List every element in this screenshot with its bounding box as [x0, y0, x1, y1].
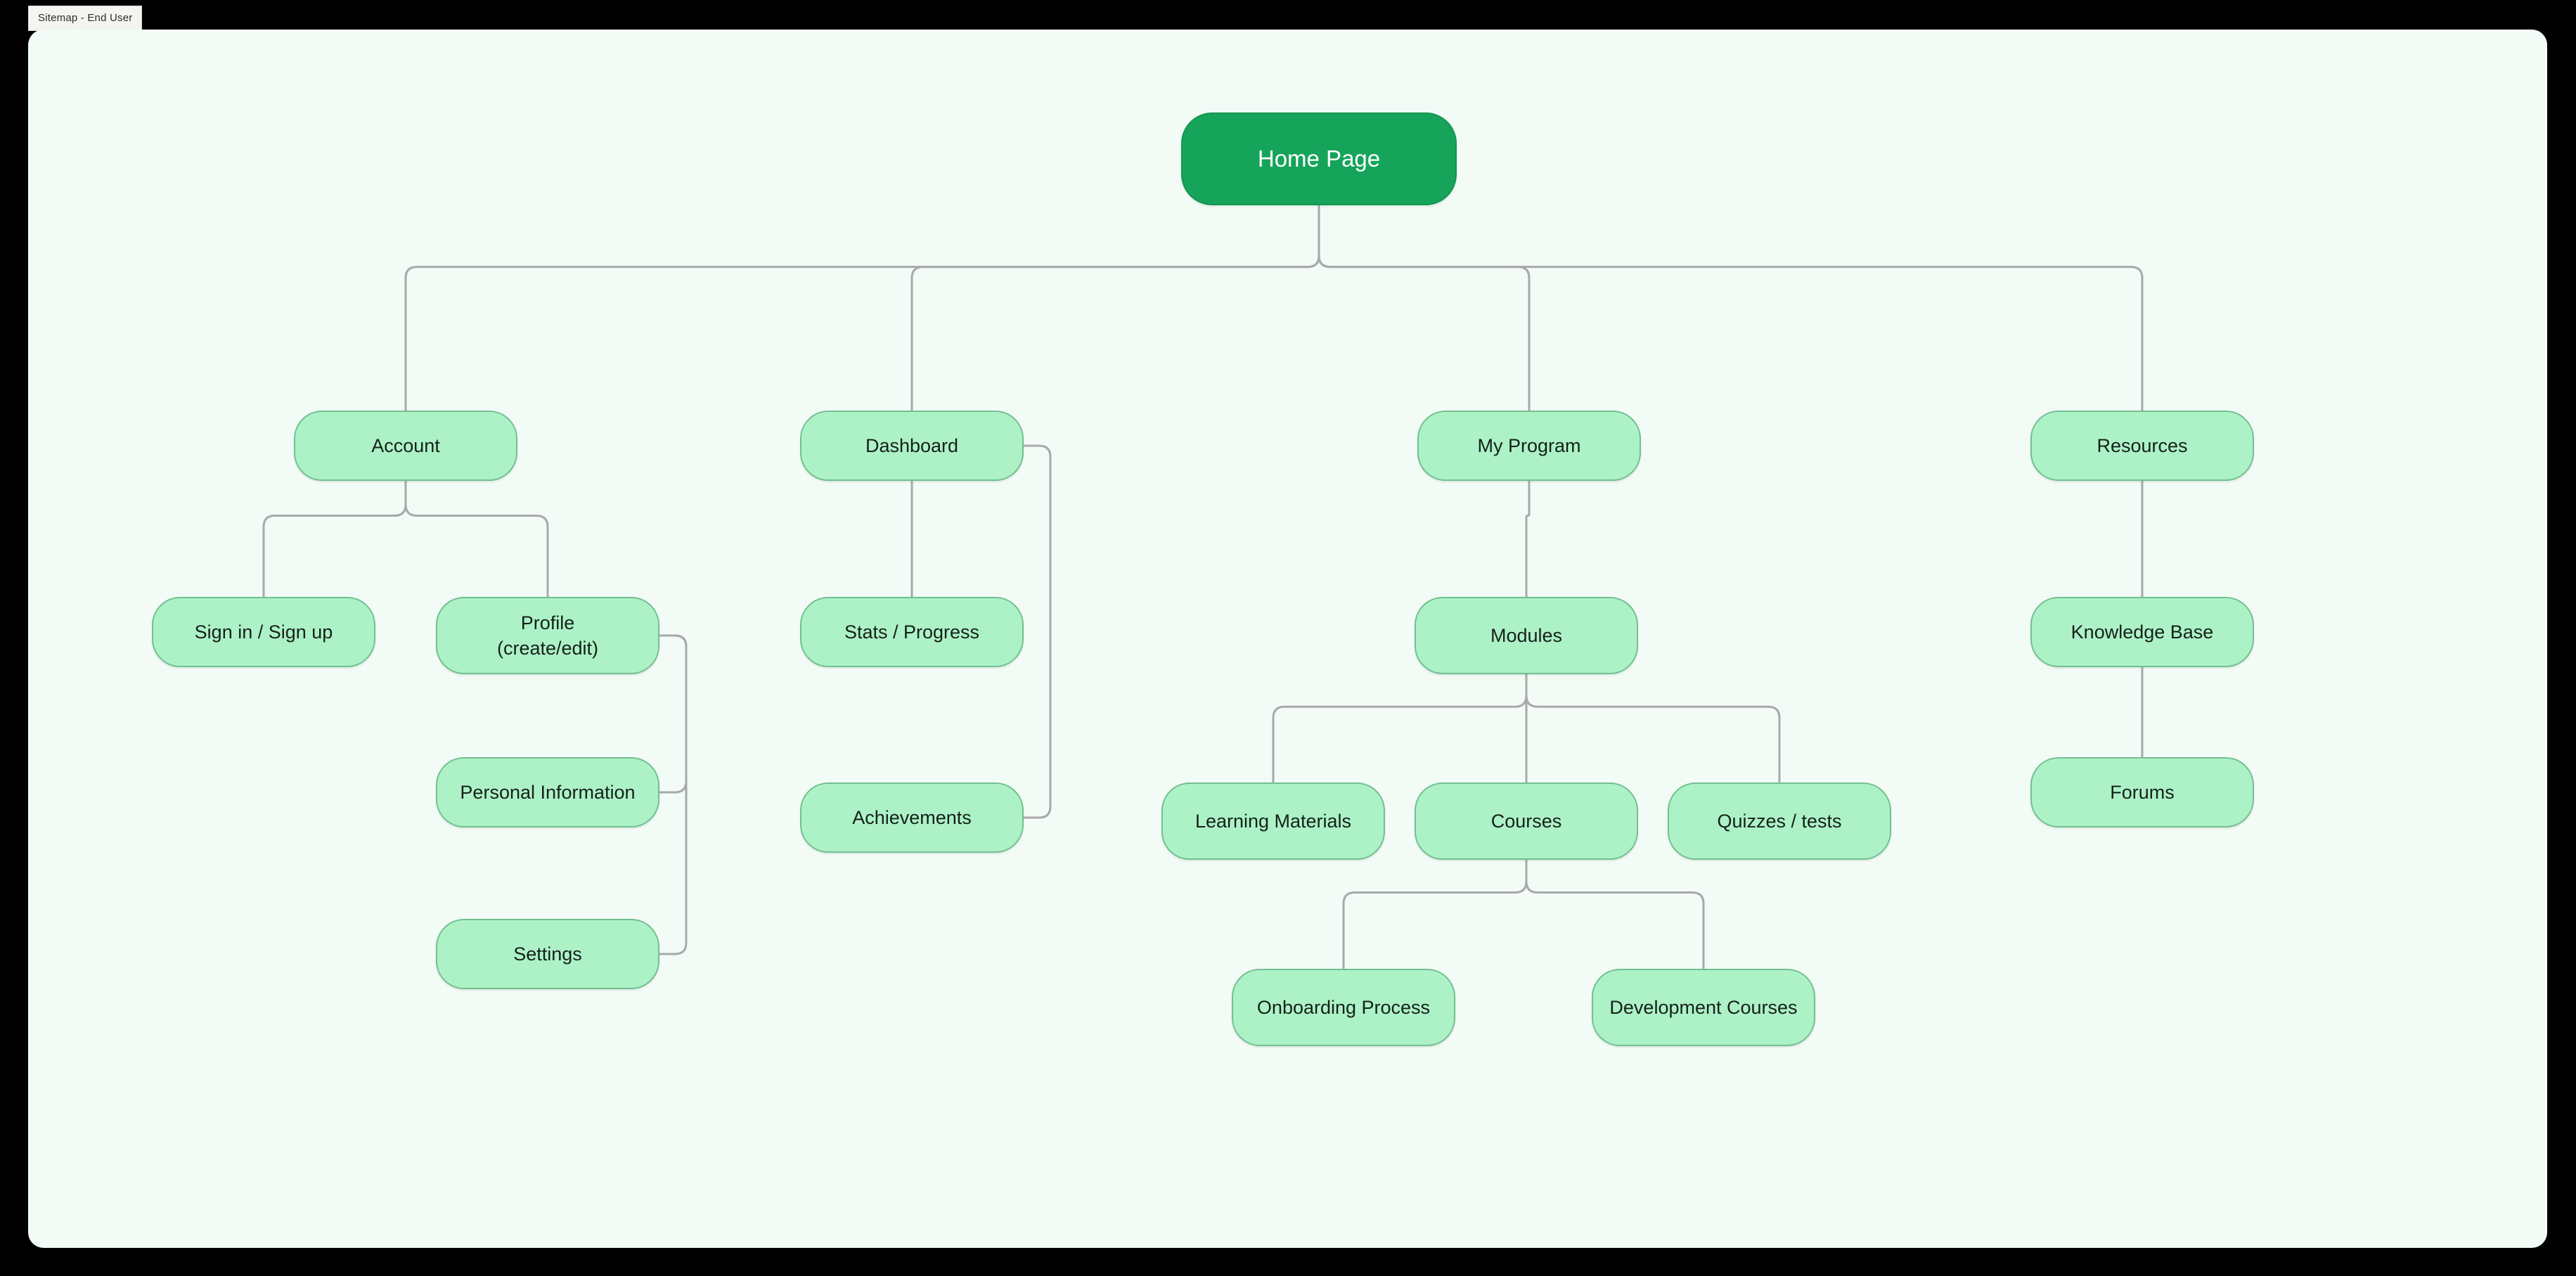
- node-myprogram[interactable]: My Program: [1417, 411, 1641, 481]
- edge-modules-to-quizzes: [1525, 673, 1781, 784]
- edge-profile-to-settings: [658, 634, 688, 955]
- node-quizzes[interactable]: Quizzes / tests: [1668, 782, 1891, 860]
- node-label: Quizzes / tests: [1717, 810, 1842, 832]
- node-label: Stats / Progress: [844, 621, 980, 643]
- edge-account-to-signin: [262, 479, 407, 598]
- edge-profile-to-personal: [658, 634, 688, 794]
- node-label: Dashboard: [865, 434, 959, 456]
- node-knowledge[interactable]: Knowledge Base: [2030, 597, 2254, 667]
- node-label: Settings: [513, 943, 582, 965]
- edge-myprogram-to-modules: [1525, 479, 1531, 598]
- node-label: Resources: [2097, 434, 2188, 456]
- node-label: Development Courses: [1609, 996, 1798, 1018]
- edge-home-to-account: [404, 204, 1320, 412]
- node-label: Learning Materials: [1194, 810, 1352, 832]
- node-label: Modules: [1490, 624, 1563, 646]
- edge-courses-to-onboarding: [1342, 858, 1528, 970]
- node-onboarding[interactable]: Onboarding Process: [1232, 969, 1455, 1046]
- node-label: Profile (create/edit): [496, 612, 599, 659]
- window-tab-label[interactable]: Sitemap - End User: [28, 6, 143, 31]
- node-settings[interactable]: Settings: [436, 919, 659, 989]
- node-personal[interactable]: Personal Information: [436, 757, 659, 827]
- node-label: Courses: [1490, 810, 1562, 832]
- node-label: Onboarding Process: [1256, 996, 1431, 1018]
- node-achievements[interactable]: Achievements: [800, 782, 1024, 853]
- edge-account-to-profile: [404, 479, 549, 598]
- node-learning[interactable]: Learning Materials: [1161, 782, 1385, 860]
- node-signin[interactable]: Sign in / Sign up: [152, 597, 375, 667]
- node-devcourses[interactable]: Development Courses: [1592, 969, 1815, 1046]
- node-label: My Program: [1477, 434, 1581, 456]
- edge-home-to-resources: [1318, 204, 2144, 412]
- node-stats[interactable]: Stats / Progress: [800, 597, 1024, 667]
- node-label: Knowledge Base: [2071, 621, 2214, 643]
- edge-modules-to-learning: [1272, 673, 1528, 784]
- node-courses[interactable]: Courses: [1415, 782, 1638, 860]
- node-label: Sign in / Sign up: [194, 621, 333, 643]
- node-resources[interactable]: Resources: [2030, 411, 2254, 481]
- node-label: Personal Information: [460, 781, 636, 803]
- node-profile[interactable]: Profile (create/edit): [436, 597, 659, 674]
- node-label: Forums: [2110, 781, 2175, 803]
- node-modules[interactable]: Modules: [1415, 597, 1638, 674]
- node-label: Home Page: [1257, 145, 1381, 172]
- node-label: Achievements: [852, 806, 972, 828]
- edge-dashboard-to-achievements: [1022, 444, 1052, 819]
- node-forums[interactable]: Forums: [2030, 757, 2254, 827]
- node-label: Account: [371, 434, 440, 456]
- edge-home-to-dashboard: [910, 204, 1320, 412]
- node-dashboard[interactable]: Dashboard: [800, 411, 1024, 481]
- node-home[interactable]: Home Page: [1181, 112, 1457, 205]
- node-account[interactable]: Account: [294, 411, 517, 481]
- edge-home-to-myprogram: [1318, 204, 1531, 412]
- edge-courses-to-devcourses: [1525, 858, 1705, 970]
